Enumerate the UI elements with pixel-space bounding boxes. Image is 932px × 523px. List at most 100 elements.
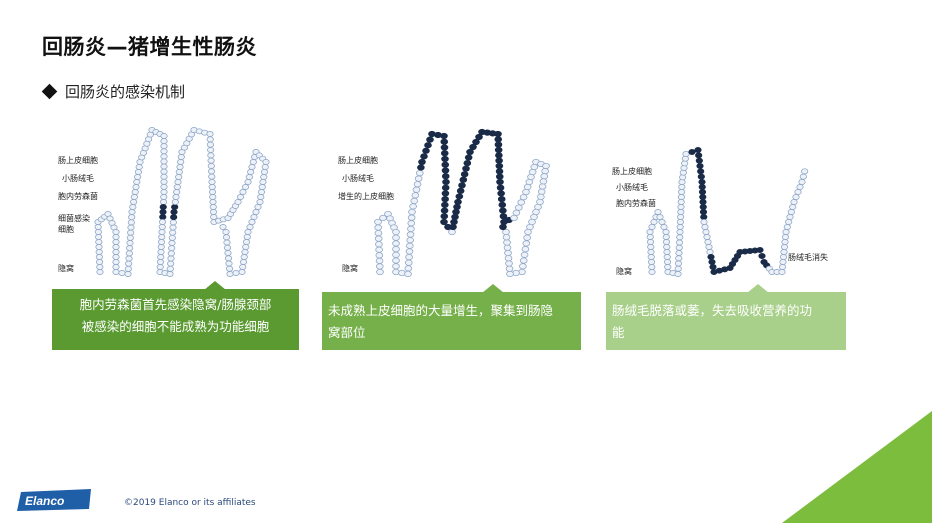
- epithelial-cell: [375, 241, 383, 248]
- epithelial-cell: [173, 189, 181, 195]
- epithelial-cell: [246, 224, 254, 230]
- epithelial-cell: [798, 179, 806, 185]
- epithelial-cell: [156, 259, 165, 265]
- epithelial-cell: [440, 132, 448, 140]
- epithelial-cell: [206, 141, 215, 148]
- epithelial-cell: [787, 209, 795, 215]
- label-lawsonia: 胞内劳森菌: [58, 192, 98, 201]
- epithelial-cell: [426, 136, 434, 143]
- epithelial-cell: [779, 259, 787, 265]
- epithelial-cell: [448, 228, 456, 236]
- logo-icon: Elanco: [17, 489, 91, 511]
- epithelial-cell: [441, 196, 449, 203]
- epithelial-cell: [160, 153, 168, 160]
- epithelial-cell: [160, 194, 168, 200]
- epithelial-cell: [475, 133, 483, 141]
- epithelial-cell: [441, 161, 450, 168]
- epithelial-cell: [172, 194, 180, 200]
- epithelial-cell: [677, 194, 686, 200]
- epithelial-cell: [662, 229, 670, 235]
- copyright: ©2019 Elanco or its affiliates: [124, 498, 256, 508]
- epithelial-cell: [95, 239, 103, 245]
- villus-cells: [374, 128, 550, 278]
- epithelial-cell: [245, 174, 253, 180]
- epithelial-cell: [530, 163, 539, 171]
- epithelial-cell: [676, 219, 685, 225]
- epithelial-cell: [95, 259, 104, 265]
- epithelial-cell: [239, 189, 247, 195]
- epithelial-cell: [404, 259, 413, 266]
- label-cells: 细胞: [58, 225, 74, 234]
- epithelial-cell: [542, 162, 550, 170]
- epithelial-cell: [466, 148, 474, 156]
- epithelial-cell: [699, 199, 707, 205]
- epithelial-cell: [133, 179, 141, 185]
- epithelial-cell: [159, 209, 167, 215]
- epithelial-cell: [707, 254, 715, 260]
- epithelial-cell: [523, 234, 531, 241]
- epithelial-cell: [244, 179, 252, 185]
- epithelial-cell: [496, 178, 504, 186]
- epithelial-cell: [519, 263, 527, 270]
- epithelial-cell: [157, 254, 165, 260]
- epithelial-cell: [207, 152, 215, 159]
- epithelial-cell: [418, 158, 426, 166]
- caption-line: 肠绒毛脱落或萎，失去吸收营养的功: [612, 303, 813, 318]
- epithelial-cell: [174, 179, 182, 185]
- epithelial-cell: [124, 265, 132, 272]
- epithelial-cell: [524, 228, 532, 236]
- epithelial-cell: [450, 218, 458, 226]
- epithelial-cell: [375, 246, 383, 253]
- epithelial-cell: [254, 204, 262, 210]
- corner-triangle: [782, 411, 932, 523]
- epithelial-cell: [376, 268, 384, 276]
- epithelial-cell: [252, 209, 260, 215]
- epithelial-cell: [441, 184, 450, 191]
- epithelial-cell: [249, 159, 257, 165]
- epithelial-cell: [494, 130, 502, 138]
- epithelial-cell: [647, 254, 655, 260]
- epithelial-cell: [157, 249, 165, 255]
- epithelial-cell: [175, 174, 183, 180]
- epithelial-cell: [799, 173, 807, 180]
- caption-pointer: [482, 284, 504, 293]
- epithelial-cell: [118, 270, 126, 276]
- epithelial-cell: [375, 252, 384, 259]
- epithelial-cell: [224, 255, 233, 262]
- epithelial-cell: [424, 142, 432, 149]
- epithelial-cell: [420, 153, 428, 160]
- label-epithelial: 肠上皮细胞: [58, 156, 98, 165]
- epithelial-cell: [695, 152, 703, 159]
- epithelial-cell: [688, 149, 696, 155]
- epithelial-cell: [696, 163, 704, 169]
- epithelial-cell: [242, 239, 251, 245]
- epithelial-cell: [502, 228, 510, 236]
- epithelial-cell: [654, 209, 662, 215]
- epithelial-cell: [134, 169, 143, 175]
- epithelial-cell: [407, 220, 416, 227]
- epithelial-cell: [392, 257, 400, 264]
- epithelial-cell: [453, 203, 461, 211]
- epithelial-cell: [452, 208, 460, 216]
- epithelial-cell: [374, 229, 383, 237]
- epithelial-cell: [209, 209, 218, 215]
- epithelial-cell: [219, 224, 227, 230]
- epithelial-cell: [646, 229, 654, 235]
- epithelial-cell: [504, 249, 512, 257]
- epithelial-cell: [239, 259, 248, 265]
- epithelial-cell: [112, 259, 120, 265]
- epithelial-cell: [495, 162, 504, 170]
- label-crypt: 隐窝: [342, 264, 358, 273]
- epithelial-cell: [167, 260, 175, 267]
- epithelial-cell: [134, 174, 142, 180]
- epithelial-cell: [410, 197, 419, 205]
- epithelial-cell: [541, 168, 549, 175]
- epithelial-cell: [676, 229, 684, 235]
- epithelial-cell: [539, 178, 548, 185]
- epithelial-cell: [260, 174, 268, 180]
- epithelial-cell: [169, 224, 177, 231]
- epithelial-cell: [234, 199, 242, 205]
- epithelial-cell: [157, 239, 166, 245]
- epithelial-cell: [248, 219, 256, 225]
- epithelial-cell: [796, 184, 804, 190]
